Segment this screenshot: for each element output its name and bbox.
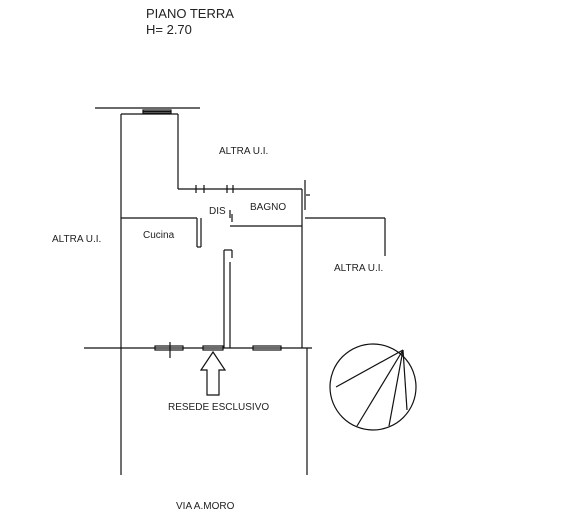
bottom-window-left <box>154 345 184 351</box>
label-street: VIA A.MORO <box>176 501 235 512</box>
label-resede-esclusivo: RESEDE ESCLUSIVO <box>168 402 270 413</box>
label-dis: DIS <box>209 206 226 217</box>
bottom-window-right <box>252 345 282 351</box>
central-partition <box>223 249 233 348</box>
label-altra-ui-right: ALTRA U.I. <box>334 263 384 274</box>
ceiling-height: H= 2.70 <box>146 22 192 37</box>
label-bagno: BAGNO <box>250 202 287 213</box>
exterior-walls <box>120 113 303 348</box>
bagno-walls <box>229 210 302 227</box>
label-altra-ui-top: ALTRA U.I. <box>219 146 269 157</box>
bagno-window <box>304 180 310 210</box>
entrance-door <box>202 345 224 351</box>
label-altra-ui-left: ALTRA U.I. <box>52 234 102 245</box>
entrance-arrow <box>199 350 227 396</box>
top-window <box>142 109 172 114</box>
north-compass <box>329 343 417 431</box>
resede-boundary <box>120 348 308 475</box>
label-cucina: Cucina <box>143 230 175 241</box>
right-boundary <box>305 217 386 256</box>
wall-ticks <box>195 185 234 193</box>
dis-partition <box>196 218 202 248</box>
plan-title: PIANO TERRA <box>146 6 234 21</box>
